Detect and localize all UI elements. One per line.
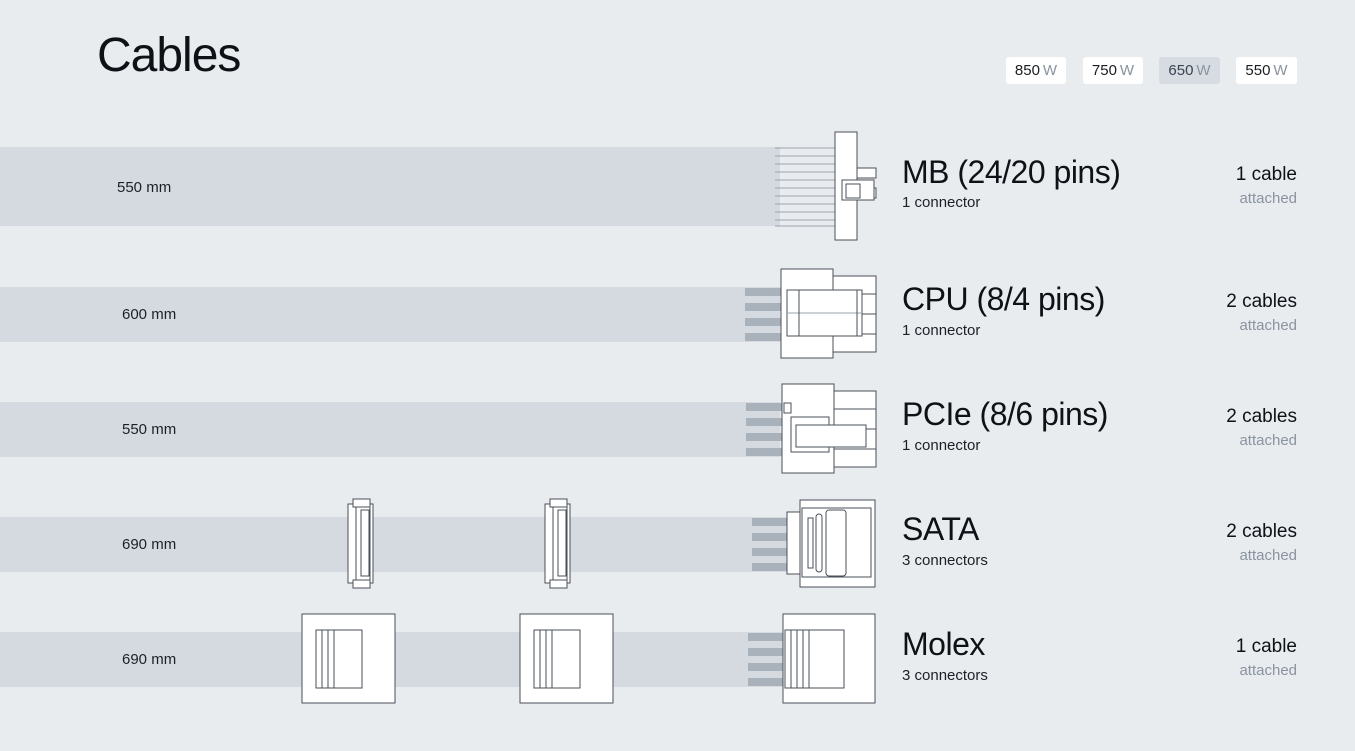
molex-connector-icon-3 (748, 613, 876, 704)
tab-850w-value: 850 (1014, 62, 1040, 79)
cable-count: 2 cables (1226, 521, 1297, 542)
cable-length: 600 mm (122, 306, 177, 323)
cable-status: attached (1239, 662, 1297, 679)
tab-750w-value: 750 (1091, 62, 1117, 79)
cable-name: SATA (902, 511, 979, 547)
cable-count: 1 cable (1235, 636, 1297, 657)
tab-650w-value: 650 (1168, 62, 1194, 79)
cable-length: 550 mm (117, 179, 172, 196)
cable-length: 550 mm (122, 421, 177, 438)
sata-connector-icon-1 (347, 498, 374, 589)
cable-band (0, 402, 780, 457)
cable-count: 1 cable (1235, 164, 1297, 185)
tab-850w-unit: W (1042, 62, 1058, 79)
cable-band (0, 147, 780, 226)
cable-name: Molex (902, 626, 985, 662)
cable-count: 2 cables (1226, 406, 1297, 427)
cable-status: attached (1239, 432, 1297, 449)
pcie-connector-icon (746, 383, 877, 474)
connector-count: 3 connectors (902, 552, 988, 569)
cable-length: 690 mm (122, 536, 177, 553)
connector-count: 3 connectors (902, 667, 988, 684)
tab-650w-unit: W (1196, 62, 1211, 79)
cable-status: attached (1239, 317, 1297, 334)
cable-band (0, 287, 780, 342)
page-title: Cables (97, 29, 241, 82)
cable-name: PCIe (8/6 pins) (902, 396, 1108, 432)
connector-count: 1 connector (902, 437, 981, 454)
cable-status: attached (1239, 547, 1297, 564)
molex-connector-icon-2 (519, 613, 614, 704)
tab-550w-value: 550 (1245, 62, 1271, 79)
cable-length: 690 mm (122, 651, 177, 668)
molex-connector-icon-1 (301, 613, 396, 704)
cpu-connector-icon (745, 268, 877, 359)
mb-connector-icon (775, 131, 877, 241)
connector-count: 1 connector (902, 322, 981, 339)
mb-wires (775, 147, 835, 227)
cable-count: 2 cables (1226, 291, 1297, 312)
tab-750w-unit: W (1119, 62, 1135, 79)
cable-name: CPU (8/4 pins) (902, 281, 1105, 317)
cable-name: MB (24/20 pins) (902, 154, 1121, 190)
cable-status: attached (1239, 190, 1297, 207)
sata-connector-icon-2 (544, 498, 571, 589)
tab-550w-unit: W (1273, 62, 1288, 79)
connector-count: 1 connector (902, 194, 981, 211)
sata-connector-icon-3 (752, 499, 876, 588)
cable-band (0, 517, 790, 572)
